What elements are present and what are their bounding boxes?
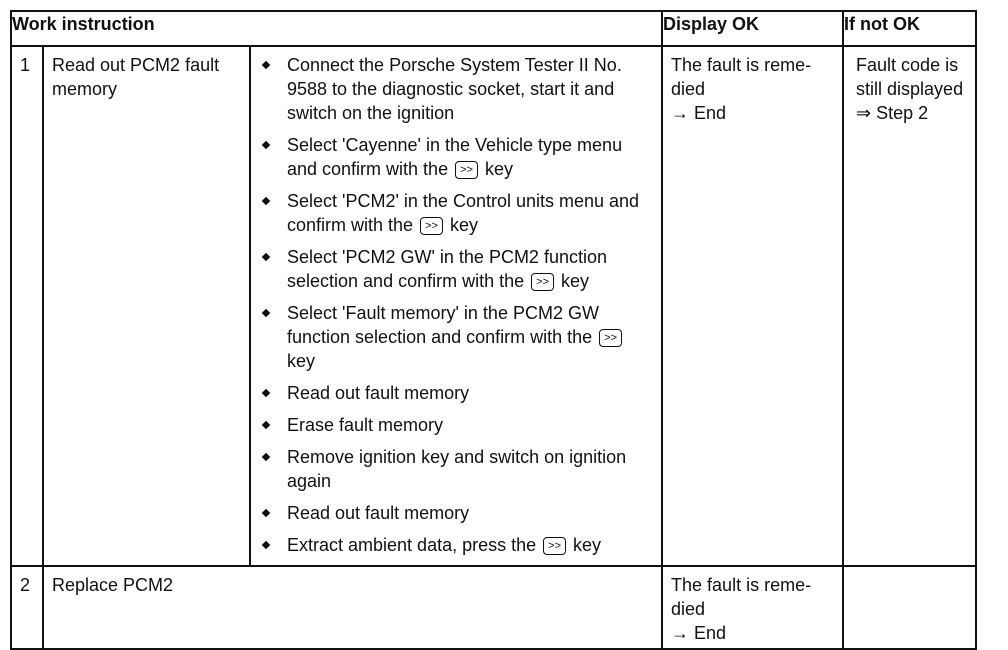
table-row: 2 Replace PCM2 The fault is reme- died →… [10,565,978,650]
list-item: Connect the Porsche System Tester II No.… [259,53,653,125]
header-work-instruction: Work instruction [9,10,664,47]
step-text: Select 'Fault memory' in the PCM2 GW fun… [287,303,599,347]
display-ok-line: died [671,79,706,99]
list-item: Select 'Fault memory' in the PCM2 GW fun… [259,301,653,373]
step-instructions: Connect the Porsche System Tester II No.… [248,45,664,567]
display-ok-line: died [671,599,706,619]
step-number: 1 [10,45,44,567]
display-ok-line: The fault is reme- [671,55,812,75]
display-ok-line: → End [671,103,727,123]
step-text-suffix: key [449,215,478,235]
step-text: Extract ambient data, press the [287,535,537,555]
if-not-ok-cell: Fault code is still displayed ⇒ Step 2 [842,45,978,567]
key-button-icon: >> [531,273,554,292]
step-title: Read out PCM2 fault memory [42,45,251,567]
if-not-ok-line: ⇒ Step 2 [856,103,929,123]
if-not-ok-line: still displayed [856,79,964,99]
step-text: Erase fault memory [287,415,444,435]
bullet-diamond-icon [261,140,271,150]
if-not-ok-cell [842,565,978,650]
step-text: Select 'Cayenne' in the Vehicle type men… [287,135,623,179]
step-text: Connect the Porsche System Tester II No.… [287,55,622,123]
step-text: Read out fault memory [287,383,470,403]
list-item: Select 'PCM2' in the Control units menu … [259,189,653,237]
list-item: Select 'Cayenne' in the Vehicle type men… [259,133,653,181]
bullet-diamond-icon [261,540,271,550]
step-text: Remove ignition key and switch on igniti… [287,447,627,491]
list-item: Extract ambient data, press the >> key [259,533,653,557]
step-title: Replace PCM2 [41,565,664,650]
header-row: Work instruction Display OK If not OK [9,10,978,47]
bullet-diamond-icon [261,388,271,398]
step-text-suffix: key [561,271,590,291]
step-text: Select 'PCM2' in the Control units menu … [287,191,640,235]
step-text: Select 'PCM2 GW' in the PCM2 function se… [287,247,607,291]
header-if-not-ok: If not OK [842,10,978,47]
step-text-suffix: key [573,535,602,555]
step-number: 2 [10,565,44,650]
list-item: Read out fault memory [259,381,653,405]
key-button-icon: >> [543,537,567,556]
bullet-diamond-icon [261,452,271,462]
work-instruction-table: Work instruction Display OK If not OK 1 … [9,10,978,650]
bullet-diamond-icon [261,196,271,206]
list-item: Remove ignition key and switch on igniti… [259,445,653,493]
key-button-icon: >> [455,161,478,180]
bullet-list: Connect the Porsche System Tester II No.… [259,53,653,557]
key-button-icon: >> [420,217,443,236]
key-button-icon: >> [599,329,623,348]
page: Work instruction Display OK If not OK 1 … [9,10,978,650]
display-ok-cell: The fault is reme- died → End [661,565,845,650]
display-ok-line: → End [671,623,727,643]
display-ok-line: The fault is reme- [671,575,812,595]
bullet-diamond-icon [261,420,271,430]
list-item: Select 'PCM2 GW' in the PCM2 function se… [259,245,653,293]
header-display-ok: Display OK [661,10,845,47]
bullet-diamond-icon [261,60,271,70]
step-text: Read out fault memory [287,503,470,523]
step-text-suffix: key [484,159,513,179]
list-item: Read out fault memory [259,501,653,525]
bullet-diamond-icon [261,252,271,262]
list-item: Erase fault memory [259,413,653,437]
display-ok-cell: The fault is reme- died → End [661,45,845,567]
step-text-suffix: key [287,351,316,371]
table-row: 1 Read out PCM2 fault memory Connect the… [10,45,978,567]
if-not-ok-line: Fault code is [856,55,959,75]
bullet-diamond-icon [261,508,271,518]
bullet-diamond-icon [261,308,271,318]
